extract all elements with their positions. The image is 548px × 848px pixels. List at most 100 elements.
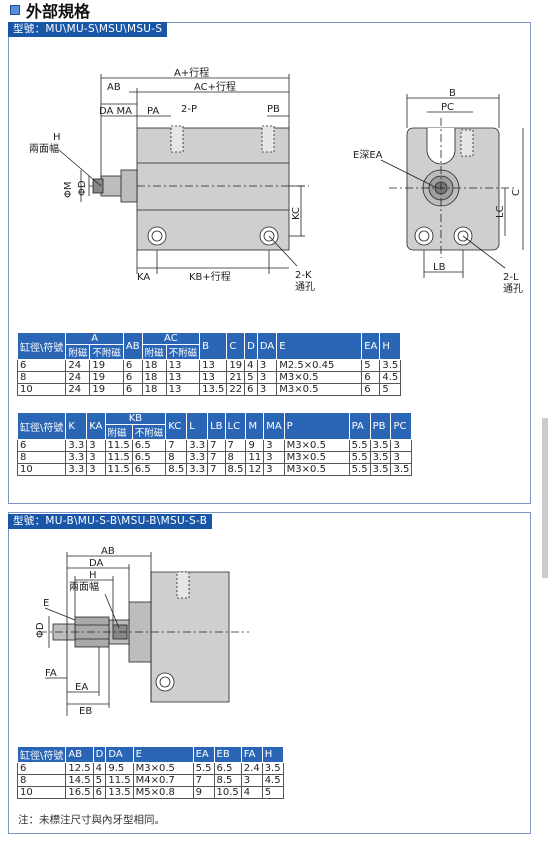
cell: 11.5 <box>104 439 133 452</box>
dim-da-ma: DA MA <box>99 106 132 117</box>
section2-frame <box>8 512 531 834</box>
th-da: DA <box>256 332 278 360</box>
cell: 6 <box>361 383 381 396</box>
th-bore: 缸徑\符號 <box>16 746 67 763</box>
cell: 12.5 <box>65 762 94 775</box>
cell: 6 <box>244 383 258 396</box>
cell: 18 <box>141 359 167 372</box>
th-m: M <box>245 412 265 440</box>
dim-a-stroke: A+行程 <box>174 66 209 79</box>
cell: 3.5 <box>379 359 402 372</box>
dim2-two-flat: 兩面幅 <box>69 580 99 593</box>
cell: 12 <box>245 463 265 476</box>
cell: 3 <box>256 371 278 384</box>
cell: 3.5 <box>369 451 392 464</box>
cell: M3×0.5 <box>283 463 350 476</box>
cell: 5 <box>379 383 402 396</box>
cell: 3 <box>263 439 285 452</box>
cell: 2.4 <box>240 762 263 775</box>
cell: 13 <box>199 359 228 372</box>
cell: 6 <box>92 786 107 799</box>
cell: 24 <box>65 383 91 396</box>
dim-kc: KC <box>291 207 302 220</box>
th-eb: EB <box>213 746 242 763</box>
cell: 3.3 <box>65 439 88 452</box>
cell: 19 <box>89 383 124 396</box>
cell: 3.3 <box>65 451 88 464</box>
cell: 3 <box>390 439 413 452</box>
th-e: E <box>132 746 194 763</box>
th-a-mag: 附磁 <box>65 344 91 360</box>
cell: M3×0.5 <box>276 371 363 384</box>
dim-b: B <box>449 88 456 99</box>
page-title-row: 外部規格 <box>10 0 91 21</box>
th-kb-mag: 附磁 <box>104 424 133 440</box>
cell: 9 <box>245 439 265 452</box>
th-h: H <box>379 332 402 360</box>
th-lb: LB <box>207 412 226 440</box>
cell: 13 <box>165 371 201 384</box>
cell: 10 <box>16 383 67 396</box>
spec-table-2: 缸徑\符號 K KA KB KC L LB LC M MA P PA PB PC… <box>16 412 413 476</box>
cell: 19 <box>89 371 124 384</box>
th-h: H <box>261 746 284 763</box>
cell: 11 <box>245 451 265 464</box>
cell: 8 <box>165 451 188 464</box>
section1-frame <box>8 22 531 504</box>
th-a-nomag: 不附磁 <box>89 344 124 360</box>
th-pa: PA <box>348 412 371 440</box>
th-kc: KC <box>165 412 188 440</box>
cell: 8.5 <box>224 463 247 476</box>
section1-model-label: 型號：MU\MU-S\MSU\MSU-S <box>8 22 168 37</box>
th-a: A <box>65 332 124 345</box>
th-ac: AC <box>141 332 201 345</box>
cell: 3 <box>240 774 263 787</box>
cell: 3.5 <box>261 762 284 775</box>
cell: M3×0.5 <box>283 439 350 452</box>
cell: 14.5 <box>65 774 94 787</box>
cell: 10 <box>16 463 67 476</box>
dim2-e: E <box>43 598 49 609</box>
dim-through-hole2: 通孔 <box>503 283 523 295</box>
bullet-square-icon <box>10 5 20 15</box>
dim2-eb: EB <box>79 706 92 717</box>
th-e: E <box>276 332 363 360</box>
cell: 8 <box>16 451 67 464</box>
th-kb-nomag: 不附磁 <box>131 424 167 440</box>
cell: 3 <box>390 451 413 464</box>
cell: 13.5 <box>199 383 228 396</box>
cell: 7 <box>192 774 215 787</box>
cell: 10.5 <box>213 786 242 799</box>
cell: M5×0.8 <box>132 786 194 799</box>
cell: M2.5×0.45 <box>276 359 363 372</box>
dim-e-depth-ea: E深EA <box>353 149 383 161</box>
cell: 24 <box>65 371 91 384</box>
dim-phi-d: ΦD <box>77 180 88 196</box>
dim2-da: DA <box>89 558 104 569</box>
dim-pb: PB <box>267 104 280 115</box>
cell: 8.5 <box>213 774 242 787</box>
th-ea: EA <box>192 746 215 763</box>
dim-ab: AB <box>107 82 121 93</box>
dim-2k: 2-K <box>295 270 312 281</box>
cell: 8.5 <box>165 463 188 476</box>
dim2-phi-d: ΦD <box>35 622 46 638</box>
cell: 6 <box>361 371 381 384</box>
cell: M3×0.5 <box>276 383 363 396</box>
dim-lb: LB <box>433 262 446 273</box>
page-title: 外部規格 <box>26 2 91 21</box>
cell: 6.5 <box>131 439 167 452</box>
dim2-fa: FA <box>45 668 57 679</box>
cell: 6 <box>122 371 143 384</box>
dim-ac-stroke: AC+行程 <box>194 80 236 93</box>
section2-drawing: AB DA H 兩面幅 E ΦD FA EA EB <box>35 546 249 717</box>
cell: 3 <box>86 439 106 452</box>
th-l: L <box>186 412 209 440</box>
dim2-h: H <box>89 570 97 581</box>
